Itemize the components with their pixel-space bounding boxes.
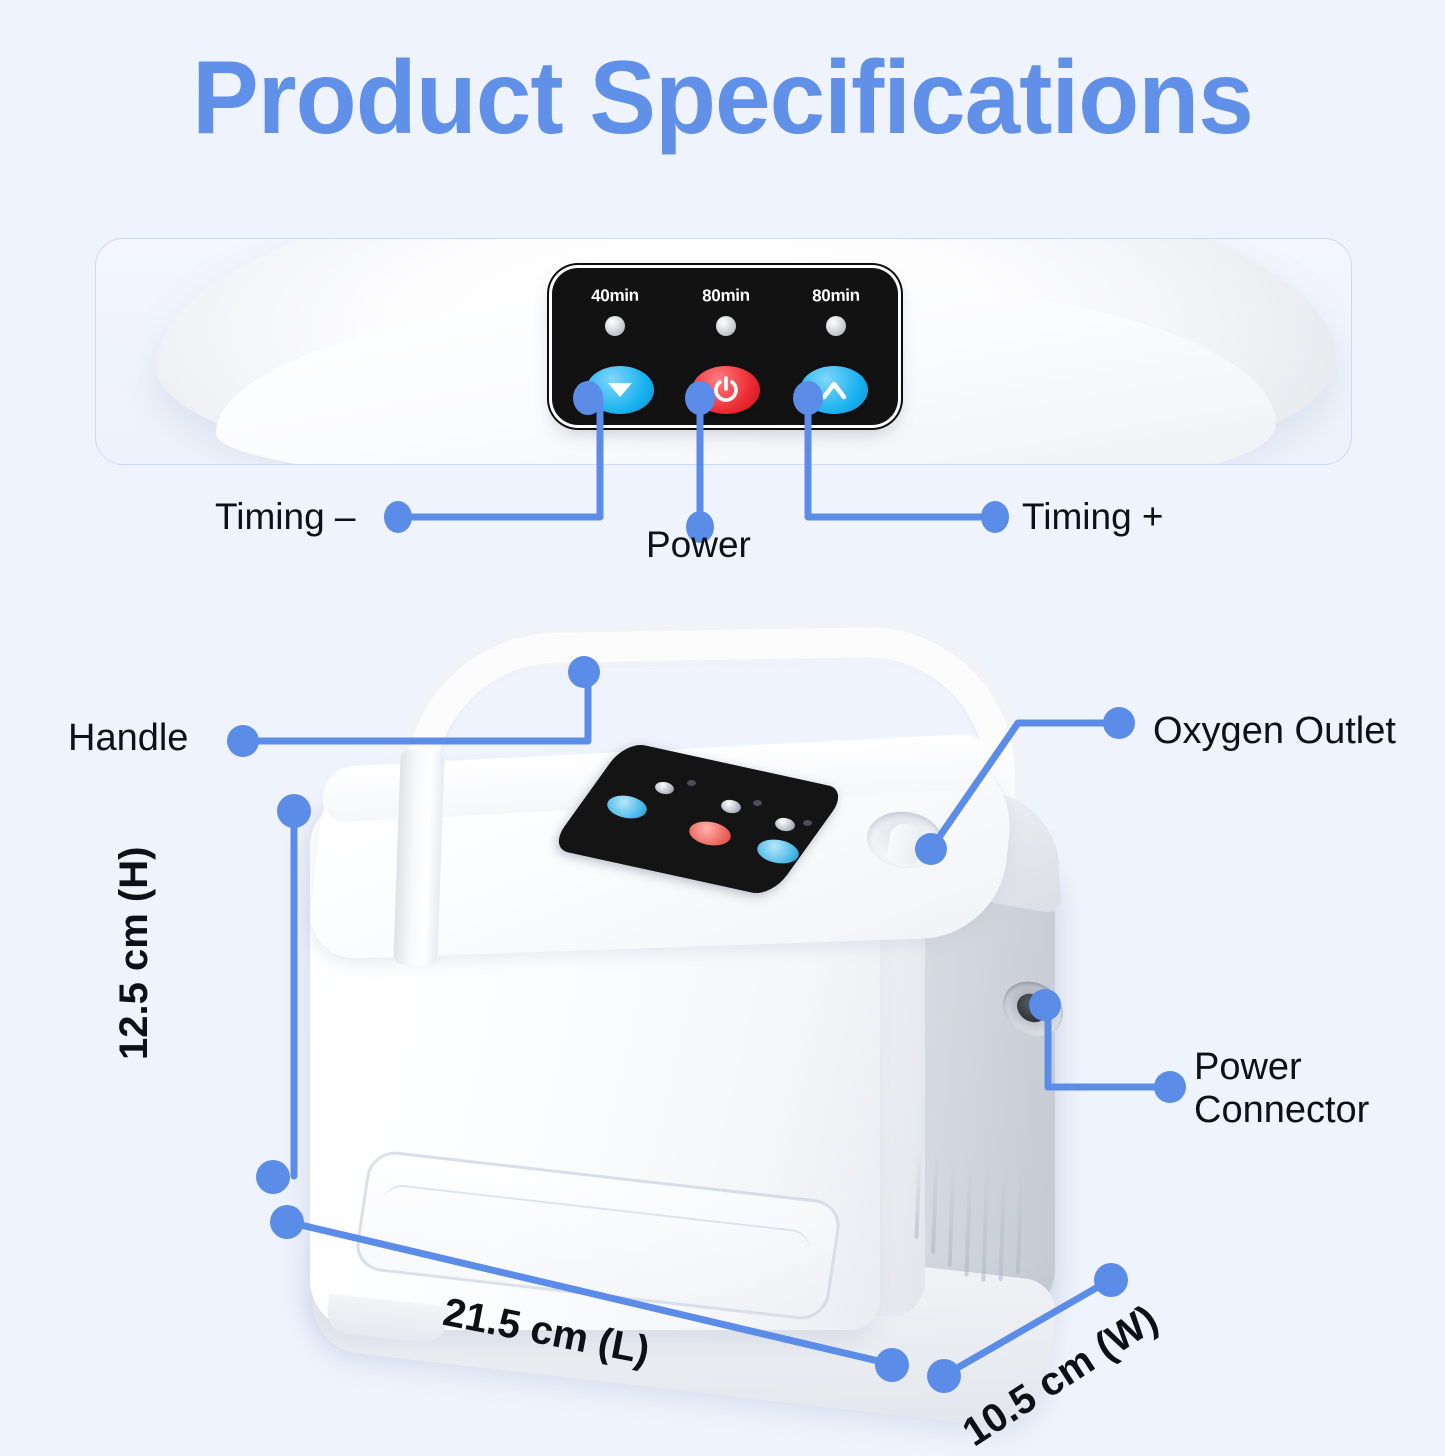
dot-oxygen-outlet-label (1103, 707, 1135, 739)
timing-up-button[interactable] (800, 366, 868, 414)
top-panel-marker-1 (687, 780, 696, 786)
top-panel-marker-2 (753, 800, 762, 806)
callout-label-oxygen-outlet: Oxygen Outlet (1153, 710, 1396, 752)
device-vents (912, 1146, 1057, 1323)
top-panel-marker-3 (803, 820, 812, 826)
dot-power-connector-label (1154, 1071, 1186, 1103)
dot-width-right (1094, 1263, 1128, 1297)
led-label-1: 40min (591, 285, 639, 306)
dot-timing-minus-label (384, 501, 412, 533)
led-label-3: 80min (812, 285, 860, 306)
dot-timing-plus-label (981, 501, 1009, 533)
dimension-label-height: 12.5 cm (H) (112, 846, 156, 1060)
page-title: Product Specifications (192, 40, 1254, 156)
oxygen-outlet-nozzle (886, 821, 924, 867)
timing-down-button[interactable] (586, 366, 654, 414)
callout-label-handle: Handle (68, 717, 189, 759)
handle-post-left (393, 749, 445, 966)
callout-label-timing-minus: Timing – (215, 496, 356, 537)
power-icon (714, 376, 738, 402)
callout-label-power: Power (646, 524, 751, 565)
led-indicator-3 (826, 316, 846, 336)
callout-label-power-connector: Power Connector (1194, 1046, 1370, 1131)
control-panel: 40min 80min 80min (552, 268, 898, 425)
callout-label-timing-plus: Timing + (1022, 496, 1164, 537)
product-render (255, 600, 1085, 1432)
led-label-2: 80min (702, 285, 750, 306)
triangle-down-icon (608, 383, 632, 397)
led-indicator-1 (605, 316, 625, 336)
chevron-up-icon (821, 381, 847, 400)
power-button[interactable] (692, 366, 760, 414)
led-indicator-2 (716, 316, 736, 336)
